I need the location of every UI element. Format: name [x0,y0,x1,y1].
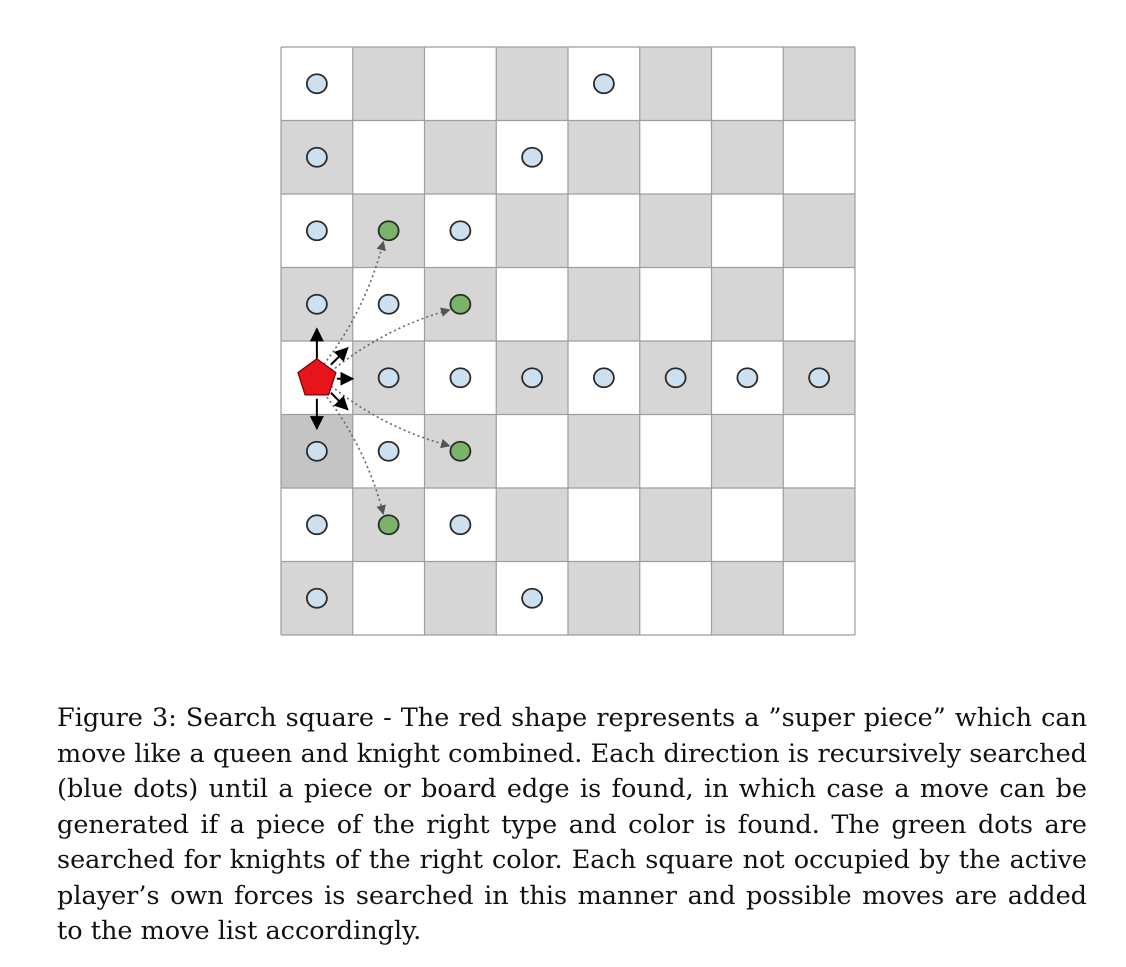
searched-square-dot [305,587,328,609]
board-square [352,120,425,194]
board-square [711,488,784,562]
figure [280,46,856,636]
knight-square-dot [377,220,400,242]
knight-square-dot [377,514,400,536]
board-square [783,47,855,121]
board-square [424,561,497,635]
board-square [639,47,712,121]
board-square [711,47,784,121]
board-square [639,194,712,268]
board-square [783,561,855,635]
board-square [783,267,855,341]
board-square [568,194,640,268]
searched-square-dot [521,146,544,168]
board-square [496,47,568,121]
knight-move-arrow [323,240,386,365]
searched-square-dot [592,367,615,389]
super-piece-layer [297,358,337,396]
chess-board-diagram [280,46,856,636]
board-square [783,414,855,488]
board-square [568,488,640,562]
search-dots [305,73,831,609]
searched-square-dot [449,514,472,536]
searched-square-dot [736,367,759,389]
searched-square-dot [664,367,687,389]
board-square [496,414,568,488]
searched-square-dot [521,367,544,389]
board-square [639,414,712,488]
board-square [783,194,855,268]
searched-square-dot [377,293,400,315]
knight-move-arrow [330,385,451,449]
searched-square-dot [305,514,328,536]
board-square [496,267,568,341]
searched-square-dot [592,73,615,95]
board-square [568,561,640,635]
board-square [711,194,784,268]
searched-square-dot [377,440,400,462]
searched-square-dot [305,146,328,168]
move-arrows [309,240,451,515]
figure-caption: Figure 3: Search square - The red shape … [57,703,1087,946]
board-square [352,561,425,635]
knight-move-arrow [330,307,451,372]
board-square [711,267,784,341]
super-piece-pentagon-icon [297,358,337,396]
knight-square-dot [449,440,472,462]
board-square [639,267,712,341]
board-square [711,561,784,635]
board-square [639,488,712,562]
board-square [424,47,497,121]
board-square [568,267,640,341]
board-square [352,47,425,121]
searched-square-dot [305,220,328,242]
board-square [639,120,712,194]
searched-square-dot [377,367,400,389]
board-square [568,414,640,488]
queen-move-arrow [330,346,349,366]
board-square [639,561,712,635]
board-square [496,194,568,268]
board-square [711,120,784,194]
searched-square-dot [521,587,544,609]
queen-move-arrow [330,392,349,411]
searched-square-dot [305,440,328,462]
searched-square-dot [449,220,472,242]
knight-move-arrow [323,392,386,515]
board-grid [280,46,856,636]
searched-square-dot [449,367,472,389]
board-square [711,414,784,488]
board-square [496,488,568,562]
searched-square-dot [305,73,328,95]
board-square [424,120,497,194]
searched-square-dot [305,293,328,315]
board-square [568,120,640,194]
board-square [783,120,855,194]
knight-square-dot [449,293,472,315]
searched-square-dot [808,367,831,389]
board-square [783,488,855,562]
